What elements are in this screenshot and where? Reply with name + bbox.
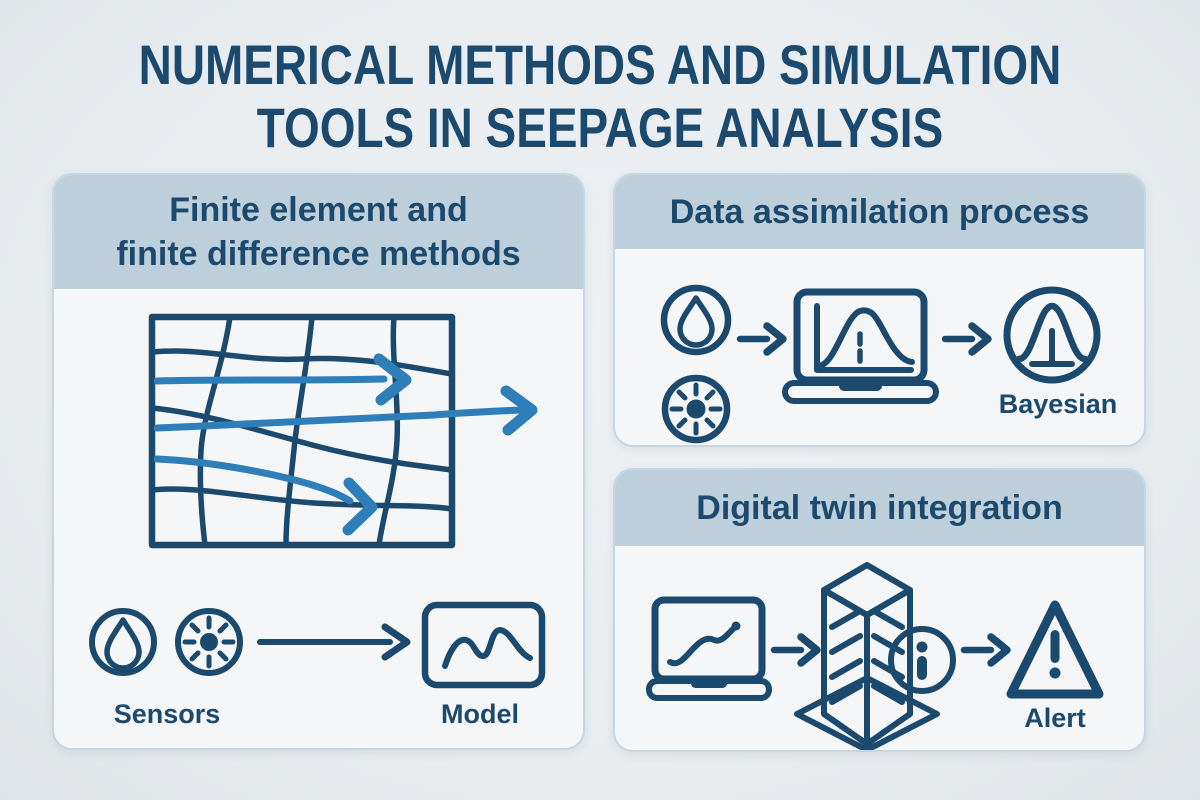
digital-twin-flow	[646, 562, 1104, 750]
bayesian-label: Bayesian	[998, 389, 1118, 419]
sun-icon	[661, 374, 731, 444]
panel-data-assimilation: Data assimilation process	[613, 173, 1146, 447]
panel-fem-heading: Finite element and finite difference met…	[54, 175, 583, 289]
laptop-trend-icon	[646, 596, 772, 701]
sun-icon	[175, 608, 243, 676]
page-title-line2: TOOLS IN SEEPAGE ANALYSIS	[256, 95, 944, 159]
laptop-bell-curve-icon	[782, 288, 939, 404]
flow-arrow	[257, 623, 411, 661]
mesh-border	[148, 313, 456, 549]
panel-fem: Finite element and finite difference met…	[52, 173, 585, 750]
flow-arrow	[736, 322, 787, 356]
page-title-line1: NUMERICAL METHODS AND SIMULATION	[138, 33, 1062, 96]
droplet-icon	[89, 608, 157, 676]
warning-triangle-icon	[1006, 600, 1104, 699]
flow-arrow	[941, 322, 992, 356]
info-badge-icon	[888, 626, 956, 694]
flow-streamlines	[153, 353, 538, 536]
model-label: Model	[441, 699, 519, 729]
server-icon	[794, 562, 940, 750]
panel-fem-heading-line1: Finite element and	[169, 191, 468, 229]
mesh-grid	[148, 313, 538, 549]
panel-assimilation-heading: Data assimilation process	[615, 175, 1144, 249]
droplet-icon	[660, 284, 732, 356]
flow-arrowhead	[373, 353, 412, 406]
gaussian-icon	[1003, 286, 1101, 384]
mesh-lines	[149, 314, 455, 548]
flow-arrowhead	[342, 477, 378, 536]
sensors-label: Sensors	[113, 699, 221, 729]
assimilation-flow	[660, 284, 1101, 444]
flow-arrowhead	[500, 385, 538, 436]
alert-label: Alert	[1024, 703, 1086, 733]
flow-arrow	[960, 633, 1011, 667]
sensors-model-row	[89, 601, 546, 689]
flow-arrow	[770, 633, 821, 667]
panel-digital-twin-heading: Digital twin integration	[615, 470, 1144, 546]
panel-digital-twin: Digital twin integration	[613, 468, 1146, 752]
model-screen-icon	[421, 601, 546, 689]
panel-fem-heading-line2: finite difference methods	[116, 235, 521, 273]
